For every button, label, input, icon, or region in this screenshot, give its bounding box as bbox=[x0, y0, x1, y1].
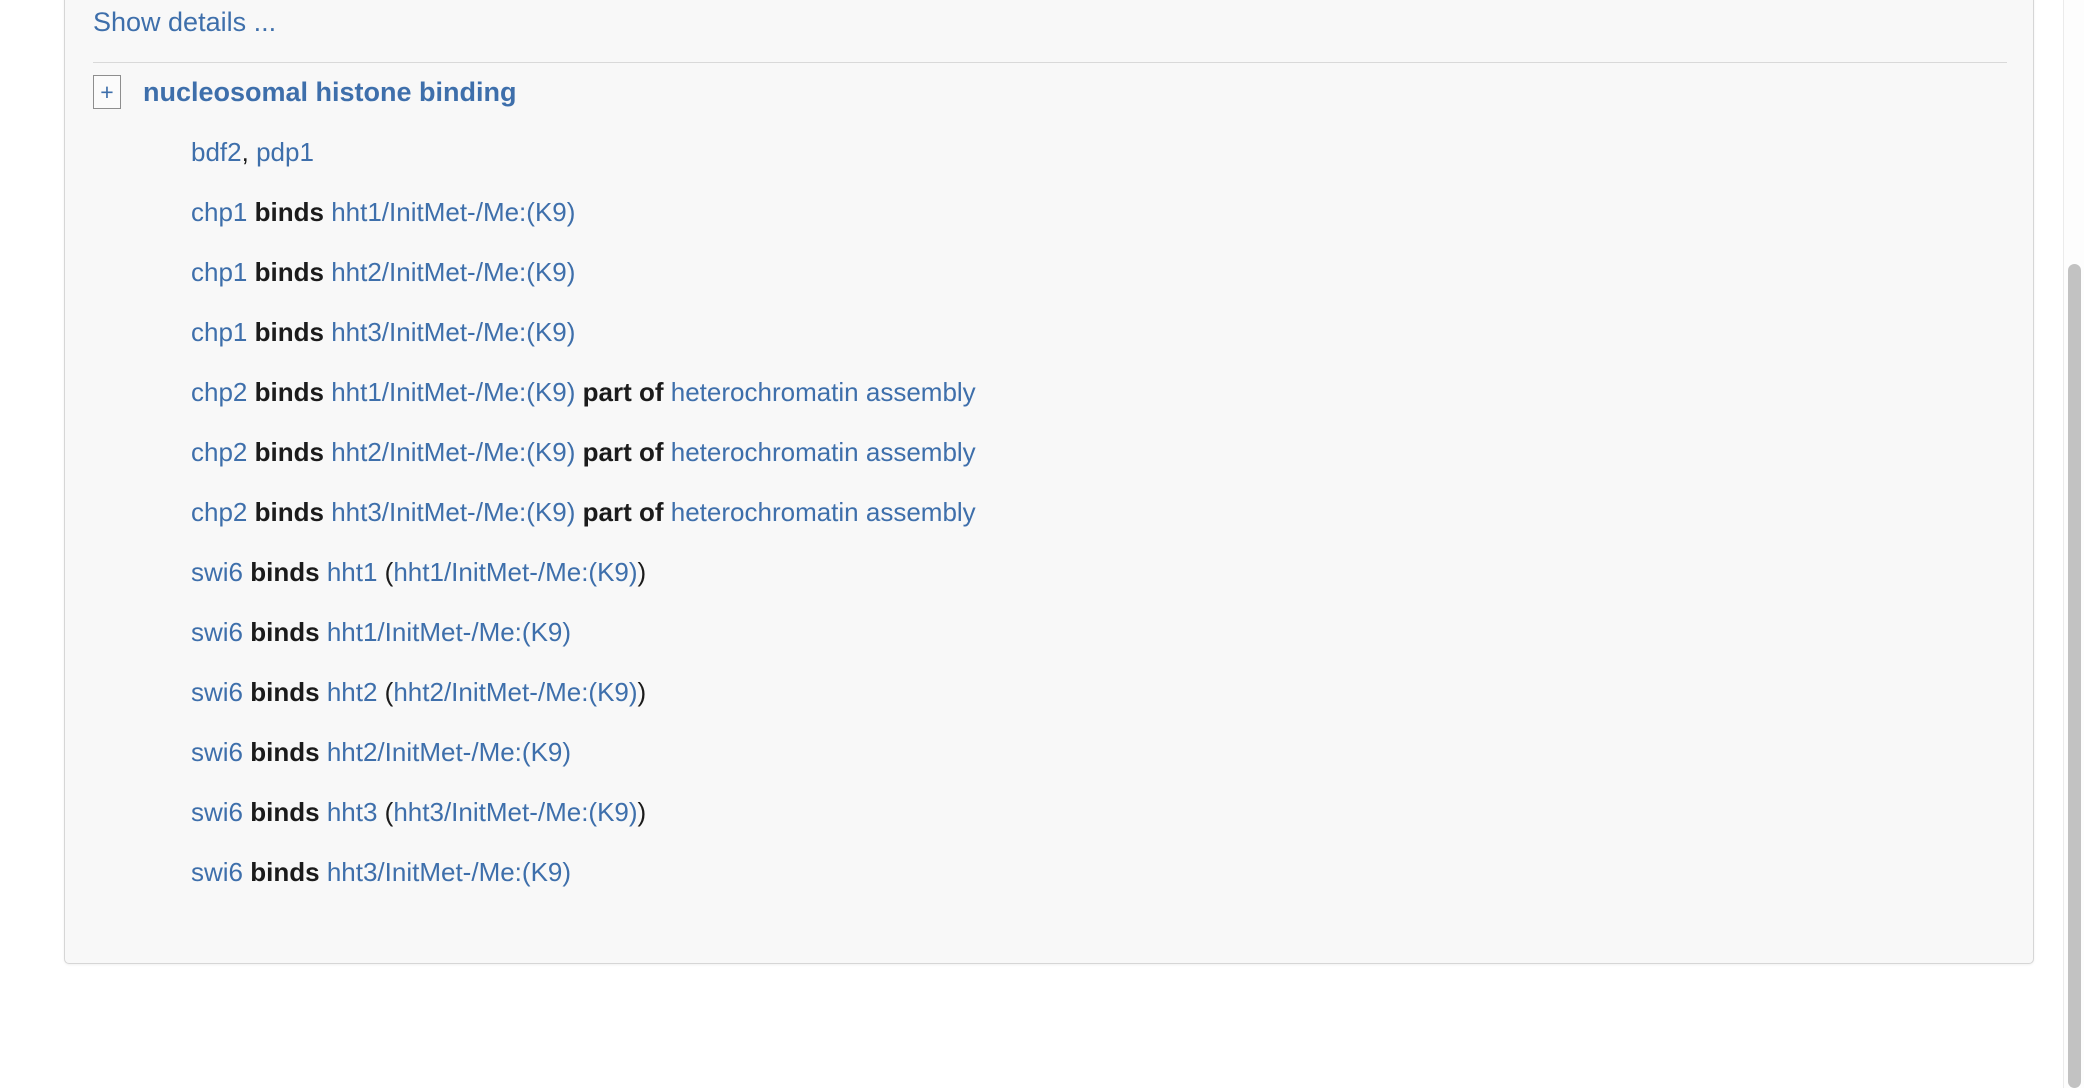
relation-label: binds bbox=[254, 317, 324, 347]
page-scrollbar[interactable] bbox=[2063, 0, 2084, 1088]
relation-label: binds bbox=[250, 737, 320, 767]
relation-label: binds bbox=[250, 677, 320, 707]
object-link[interactable]: hht1/InitMet-/Me:(K9) bbox=[331, 197, 576, 227]
show-details-link[interactable]: Show details ... bbox=[93, 7, 277, 37]
subject-link[interactable]: swi6 bbox=[191, 797, 244, 827]
annotation-row: swi6 binds hht1/InitMet-/Me:(K9) bbox=[191, 602, 1993, 662]
paren-object-link[interactable]: hht1/InitMet-/Me:(K9) bbox=[393, 557, 638, 587]
relation-label: binds bbox=[254, 377, 324, 407]
object-link[interactable]: hht1/InitMet-/Me:(K9) bbox=[326, 617, 572, 647]
subject-link[interactable]: swi6 bbox=[191, 557, 244, 587]
relation2-label: part of bbox=[582, 497, 664, 527]
object-link[interactable]: hht1 bbox=[326, 557, 378, 587]
subject-link[interactable]: chp2 bbox=[191, 437, 248, 467]
relation-label: binds bbox=[250, 617, 320, 647]
paren-object-link[interactable]: hht3/InitMet-/Me:(K9) bbox=[393, 797, 638, 827]
annotation-row: swi6 binds hht2 (hht2/InitMet-/Me:(K9)) bbox=[191, 662, 1993, 722]
paren-close: ) bbox=[637, 677, 647, 707]
relation-label: binds bbox=[250, 797, 320, 827]
object-link[interactable]: hht2/InitMet-/Me:(K9) bbox=[326, 737, 572, 767]
page-scrollbar-thumb[interactable] bbox=[2068, 264, 2081, 1088]
relation-label: binds bbox=[250, 557, 320, 587]
object-link[interactable]: hht1/InitMet-/Me:(K9) bbox=[331, 377, 576, 407]
subject-link[interactable]: chp1 bbox=[191, 197, 248, 227]
paren-close: ) bbox=[637, 557, 647, 587]
paren-open: ( bbox=[384, 797, 394, 827]
object2-link[interactable]: heterochromatin assembly bbox=[670, 497, 976, 527]
subject-link[interactable]: chp2 bbox=[191, 497, 248, 527]
subject-link[interactable]: chp1 bbox=[191, 317, 248, 347]
annotation-row: swi6 binds hht1 (hht1/InitMet-/Me:(K9)) bbox=[191, 542, 1993, 602]
panel-divider bbox=[93, 62, 2007, 63]
relation-label: binds bbox=[254, 257, 324, 287]
object-link[interactable]: hht3/InitMet-/Me:(K9) bbox=[326, 857, 572, 887]
annotation-row: chp2 binds hht2/InitMet-/Me:(K9) part of… bbox=[191, 422, 1993, 482]
annotation-row: chp2 binds hht3/InitMet-/Me:(K9) part of… bbox=[191, 482, 1993, 542]
term-group: + nucleosomal histone binding bdf2, pdp1… bbox=[93, 72, 1993, 902]
object-link[interactable]: hht2 bbox=[326, 677, 378, 707]
paren-object-link[interactable]: hht2/InitMet-/Me:(K9) bbox=[393, 677, 638, 707]
details-panel: Show details ... + nucleosomal histone b… bbox=[64, 0, 2034, 964]
subject-link[interactable]: swi6 bbox=[191, 737, 244, 767]
relation-label: binds bbox=[254, 437, 324, 467]
object-link[interactable]: hht3/InitMet-/Me:(K9) bbox=[331, 317, 576, 347]
paren-open: ( bbox=[384, 677, 394, 707]
subject-link[interactable]: chp2 bbox=[191, 377, 248, 407]
gene-link[interactable]: bdf2 bbox=[191, 137, 242, 167]
paren-close: ) bbox=[637, 797, 647, 827]
term-header-row: + nucleosomal histone binding bbox=[93, 72, 1993, 112]
object-link[interactable]: hht2/InitMet-/Me:(K9) bbox=[331, 257, 576, 287]
annotation-row: bdf2, pdp1 bbox=[191, 122, 1993, 182]
term-title-link[interactable]: nucleosomal histone binding bbox=[143, 77, 517, 107]
annotation-row: chp1 binds hht1/InitMet-/Me:(K9) bbox=[191, 182, 1993, 242]
annotation-row: chp1 binds hht3/InitMet-/Me:(K9) bbox=[191, 302, 1993, 362]
annotation-row: swi6 binds hht3/InitMet-/Me:(K9) bbox=[191, 842, 1993, 902]
relation-label: binds bbox=[254, 197, 324, 227]
subject-link[interactable]: chp1 bbox=[191, 257, 248, 287]
subject-link[interactable]: swi6 bbox=[191, 677, 244, 707]
relation2-label: part of bbox=[582, 437, 664, 467]
object-link[interactable]: hht3/InitMet-/Me:(K9) bbox=[331, 497, 576, 527]
annotation-row: swi6 binds hht2/InitMet-/Me:(K9) bbox=[191, 722, 1993, 782]
annotation-row: swi6 binds hht3 (hht3/InitMet-/Me:(K9)) bbox=[191, 782, 1993, 842]
gene-separator: , bbox=[241, 137, 257, 167]
paren-open: ( bbox=[384, 557, 394, 587]
subject-link[interactable]: swi6 bbox=[191, 617, 244, 647]
relation2-label: part of bbox=[582, 377, 664, 407]
object2-link[interactable]: heterochromatin assembly bbox=[670, 377, 976, 407]
annotation-row: chp2 binds hht1/InitMet-/Me:(K9) part of… bbox=[191, 362, 1993, 422]
subject-link[interactable]: swi6 bbox=[191, 857, 244, 887]
relation-label: binds bbox=[254, 497, 324, 527]
annotation-row: chp1 binds hht2/InitMet-/Me:(K9) bbox=[191, 242, 1993, 302]
object-link[interactable]: hht3 bbox=[326, 797, 378, 827]
gene-link[interactable]: pdp1 bbox=[256, 137, 314, 167]
object-link[interactable]: hht2/InitMet-/Me:(K9) bbox=[331, 437, 576, 467]
relation-label: binds bbox=[250, 857, 320, 887]
expand-plus-icon[interactable]: + bbox=[93, 75, 121, 109]
object2-link[interactable]: heterochromatin assembly bbox=[670, 437, 976, 467]
